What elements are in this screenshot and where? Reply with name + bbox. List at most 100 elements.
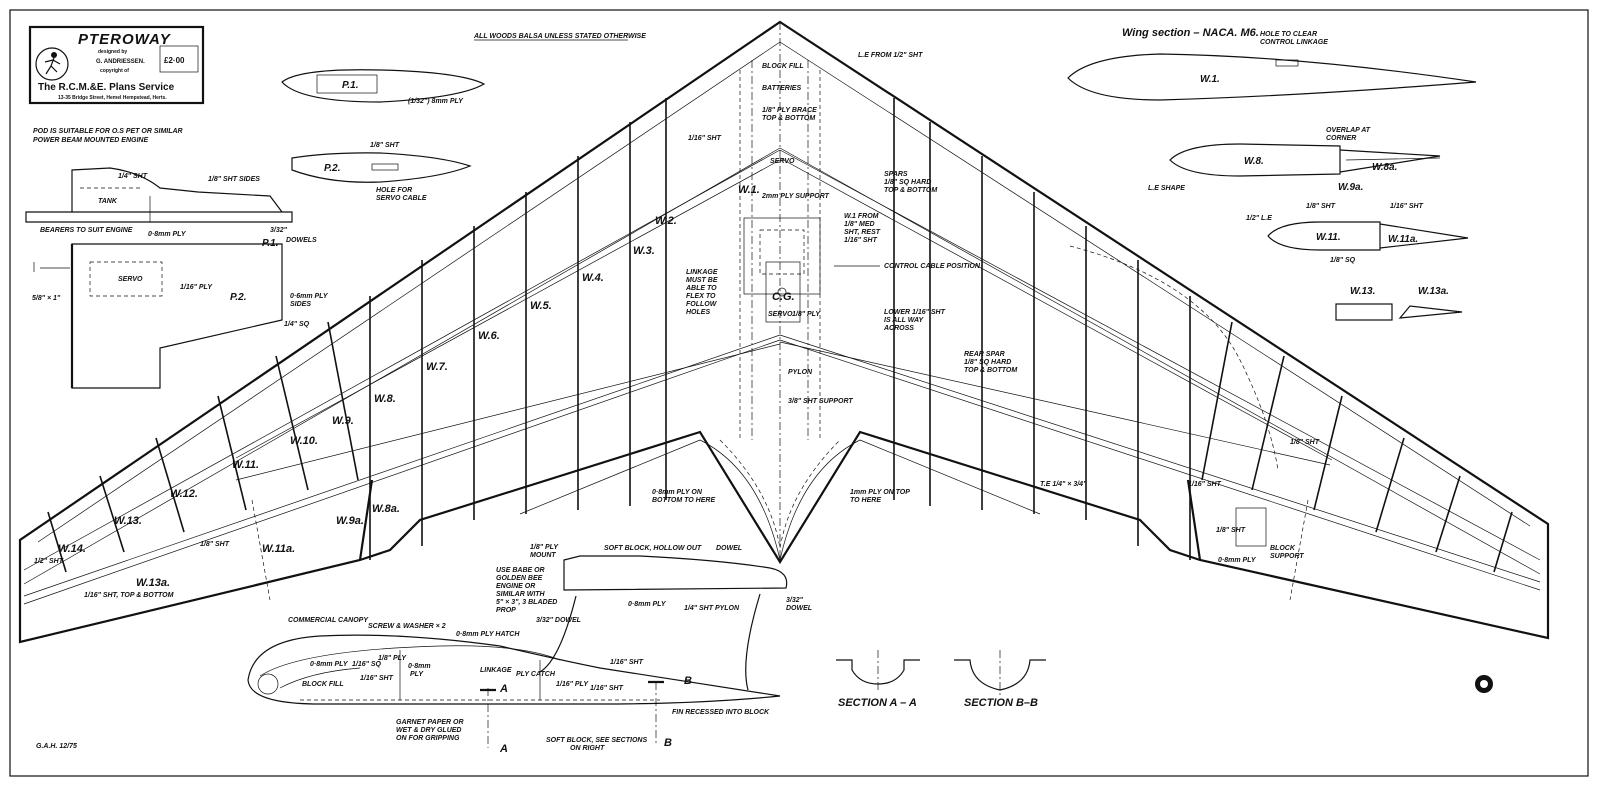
ply-top-1: 1mm PLY ON TOP: [850, 489, 910, 496]
sections-eighth-sht: 1/8" SHT: [1306, 203, 1336, 210]
engine-logo-icon: [1475, 675, 1493, 693]
pylon-label: PYLON: [788, 369, 813, 376]
rear-1: REAR SPAR: [964, 351, 1005, 358]
detail-sixteenth-c: 1/16" SHT: [360, 675, 394, 682]
section-w8a: W.8a.: [1372, 162, 1397, 173]
tank-label: TANK: [98, 198, 118, 205]
te-label: T.E 1/4" × 3/4": [1040, 481, 1087, 488]
ply08-b-1: 0·8mm: [408, 663, 431, 670]
eighth-sht-right2: 1/8" SHT: [1216, 527, 1246, 534]
garnet-2: WET & DRY GLUED: [396, 727, 461, 734]
lower-2: IS ALL WAY: [884, 317, 924, 324]
engine-6: PROP: [496, 607, 516, 614]
half-le-label: 1/2" L.E: [1246, 215, 1272, 222]
detail-sixteenth-a: 1/16" SHT: [610, 659, 644, 666]
linkage-2: MUST BE: [686, 277, 718, 284]
title-block: PTEROWAY designed by G. ANDRIESSEN. copy…: [28, 25, 205, 105]
le-shape-label: L.E SHAPE: [1148, 185, 1185, 192]
section-w1: W.1.: [1200, 74, 1220, 85]
eighth-ply-detail: 1/8" PLY: [378, 655, 407, 662]
w1from-1: W.1 FROM: [844, 213, 879, 220]
p2-label: P.2.: [324, 163, 341, 174]
detail-block-fill: BLOCK FILL: [302, 681, 344, 688]
pod-detail: SOFT BLOCK, HOLLOW OUT DOWEL 1/8" PLY MO…: [247, 544, 1046, 755]
w1from-2: 1/8" MED: [844, 221, 875, 228]
garnet-1: GARNET PAPER OR: [396, 719, 464, 726]
block-support-1: BLOCK: [1270, 545, 1296, 552]
ply08-b-2: PLY: [410, 671, 424, 678]
engine-5: 5" × 3", 3 BLADED: [496, 599, 557, 606]
w5-label: W.5.: [530, 300, 552, 312]
soft-block-label: SOFT BLOCK, HOLLOW OUT: [604, 545, 702, 552]
linkage-3: ABLE TO: [685, 285, 717, 292]
quarter-sht-label: 1/4" SHT: [118, 173, 148, 180]
lower-1: LOWER 1/16" SHT: [884, 309, 946, 316]
section-marker-a-bottom: A: [499, 743, 508, 755]
wing-section-title: Wing section – NACA. M6.: [1122, 27, 1259, 39]
dowel-label: DOWEL: [716, 545, 742, 552]
fin-label: FIN RECESSED INTO BLOCK: [672, 709, 770, 716]
rib-w12: [155, 437, 185, 533]
rib-w14: [47, 511, 67, 573]
ply-mount-1: 1/8" PLY: [530, 544, 559, 551]
drafter-signature: G.A.H. 12/75: [36, 743, 77, 750]
linkage-1: LINKAGE: [686, 269, 718, 276]
pod-note-2: POWER BEAM MOUNTED ENGINE: [33, 137, 148, 144]
pod-servo-label: SERVO: [118, 276, 143, 283]
w9a-label: W.9a.: [336, 515, 364, 527]
quarter-sq-label: 1/4" SQ: [284, 321, 310, 328]
dowels-label: DOWELS: [286, 237, 317, 244]
w11a-label: W.11a.: [262, 543, 295, 555]
section-marker-b-top: B: [684, 675, 692, 687]
eighth-sht-left: 1/8" SHT: [200, 541, 230, 548]
engine-2: GOLDEN BEE: [496, 575, 543, 582]
address: 13-35 Bridge Street, Hemel Hempstead, He…: [58, 95, 167, 101]
bearers-label: BEARERS TO SUIT ENGINE: [40, 227, 133, 234]
w1from-4: 1/16" SHT: [844, 237, 878, 244]
pod-p2-label: P.2.: [230, 292, 247, 303]
w4-label: W.4.: [582, 272, 604, 284]
support38-label: 3/8" SHT SUPPORT: [788, 398, 853, 405]
engine-3: ENGINE OR: [496, 583, 535, 590]
p1-label: P.1.: [342, 80, 359, 91]
wing-servo-label: SERVO: [770, 158, 795, 165]
ply-top-2: TO HERE: [850, 497, 881, 504]
section-w8: W.8.: [1244, 156, 1264, 167]
pod-note-1: POD IS SUITABLE FOR O.S PET OR SIMILAR: [33, 128, 183, 135]
w14-label: W.14.: [58, 543, 86, 555]
w12-label: W.12.: [170, 488, 198, 500]
w1from-3: SHT, REST: [844, 229, 881, 236]
p2-sht: 1/8" SHT: [370, 142, 400, 149]
wing-sixteenth-label: 1/16" SHT: [688, 135, 722, 142]
le-from-label: L.E FROM 1/2" SHT: [858, 52, 923, 59]
three32-dowel-left: 3/32" DOWEL: [536, 617, 581, 624]
three32-dowel-1: 3/32": [786, 597, 804, 604]
w3-label: W.3.: [633, 245, 655, 257]
ply08-label: 0·8mm PLY: [148, 231, 187, 238]
p2-hole2: SERVO CABLE: [376, 195, 427, 202]
section-w9a: W.9a.: [1338, 182, 1363, 193]
pod-side-view: POD IS SUITABLE FOR O.S PET OR SIMILAR P…: [25, 128, 329, 389]
pylon-sht-label: 1/4" SHT PYLON: [684, 605, 740, 612]
cg-label: C.G.: [772, 291, 795, 303]
section-w11: W.11.: [1316, 232, 1341, 243]
section-bb-label: SECTION B–B: [964, 697, 1038, 709]
section-aa-label: SECTION A – A: [838, 697, 917, 709]
section-w13a: W.13a.: [1418, 286, 1449, 297]
ply08-a: 0·8mm PLY: [310, 661, 349, 668]
sections-eighth-sq: 1/8" SQ: [1330, 257, 1356, 264]
screw-label: SCREW & WASHER × 2: [368, 623, 446, 630]
overlap-1: OVERLAP AT: [1326, 127, 1371, 134]
part-p2: P.2. 1/8" SHT HOLE FOR SERVO CABLE: [291, 142, 472, 202]
rib-w9: [327, 321, 359, 481]
detail-sixteenth-b: 1/16" SHT: [590, 685, 624, 692]
soft-block2-1: SOFT BLOCK, SEE SECTIONS: [546, 737, 647, 744]
w8-label: W.8.: [374, 393, 396, 405]
plans-service: The R.C.M.&E. Plans Service: [38, 82, 175, 93]
plan-title: PTEROWAY: [78, 31, 172, 48]
block-support-2: SUPPORT: [1270, 553, 1304, 560]
batteries-label: BATTERIES: [762, 85, 801, 92]
section-marker-b-bottom: B: [664, 737, 672, 749]
spars-label-1: SPARS: [884, 171, 908, 178]
linkage-5: FOLLOW: [686, 301, 718, 308]
